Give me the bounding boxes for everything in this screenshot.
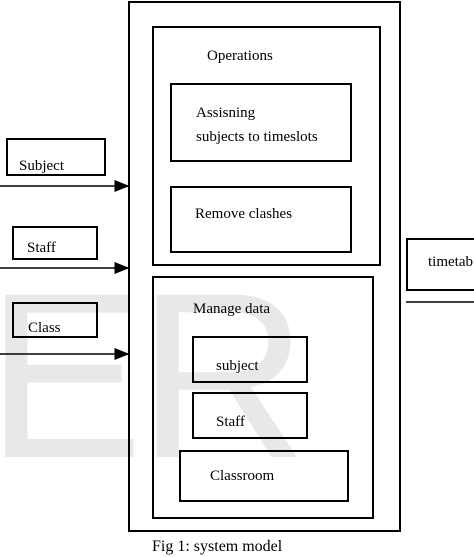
classroom-data-label: Classroom [210,468,275,484]
assign-subjects-line2: subjects to timeslots [196,129,318,145]
staff-input-box [12,226,98,260]
staff-data-box [192,392,308,439]
staff-input-label: Staff [27,240,56,256]
class-input-label: Class [28,320,61,336]
assign-subjects-box [170,83,352,162]
figure-caption: Fig 1: system model [152,538,283,555]
manage-data-box [152,276,374,519]
timetable-output-box [406,238,474,291]
operations-box [152,26,381,266]
manage-data-title: Manage data [193,301,271,317]
subject-input-label: Subject [19,158,64,174]
subject-data-box [192,336,308,383]
timetable-output-label: timetab [428,254,473,270]
staff-data-label: Staff [216,414,245,430]
classroom-data-box [179,450,349,502]
subject-data-label: subject [216,358,259,374]
remove-clashes-label: Remove clashes [195,206,293,222]
remove-clashes-box [170,186,352,253]
class-input-box [12,302,98,338]
assign-subjects-line1: Assisning [196,105,256,121]
operations-title: Operations [207,48,273,64]
subject-input-box [6,138,106,176]
system-box [128,1,401,532]
